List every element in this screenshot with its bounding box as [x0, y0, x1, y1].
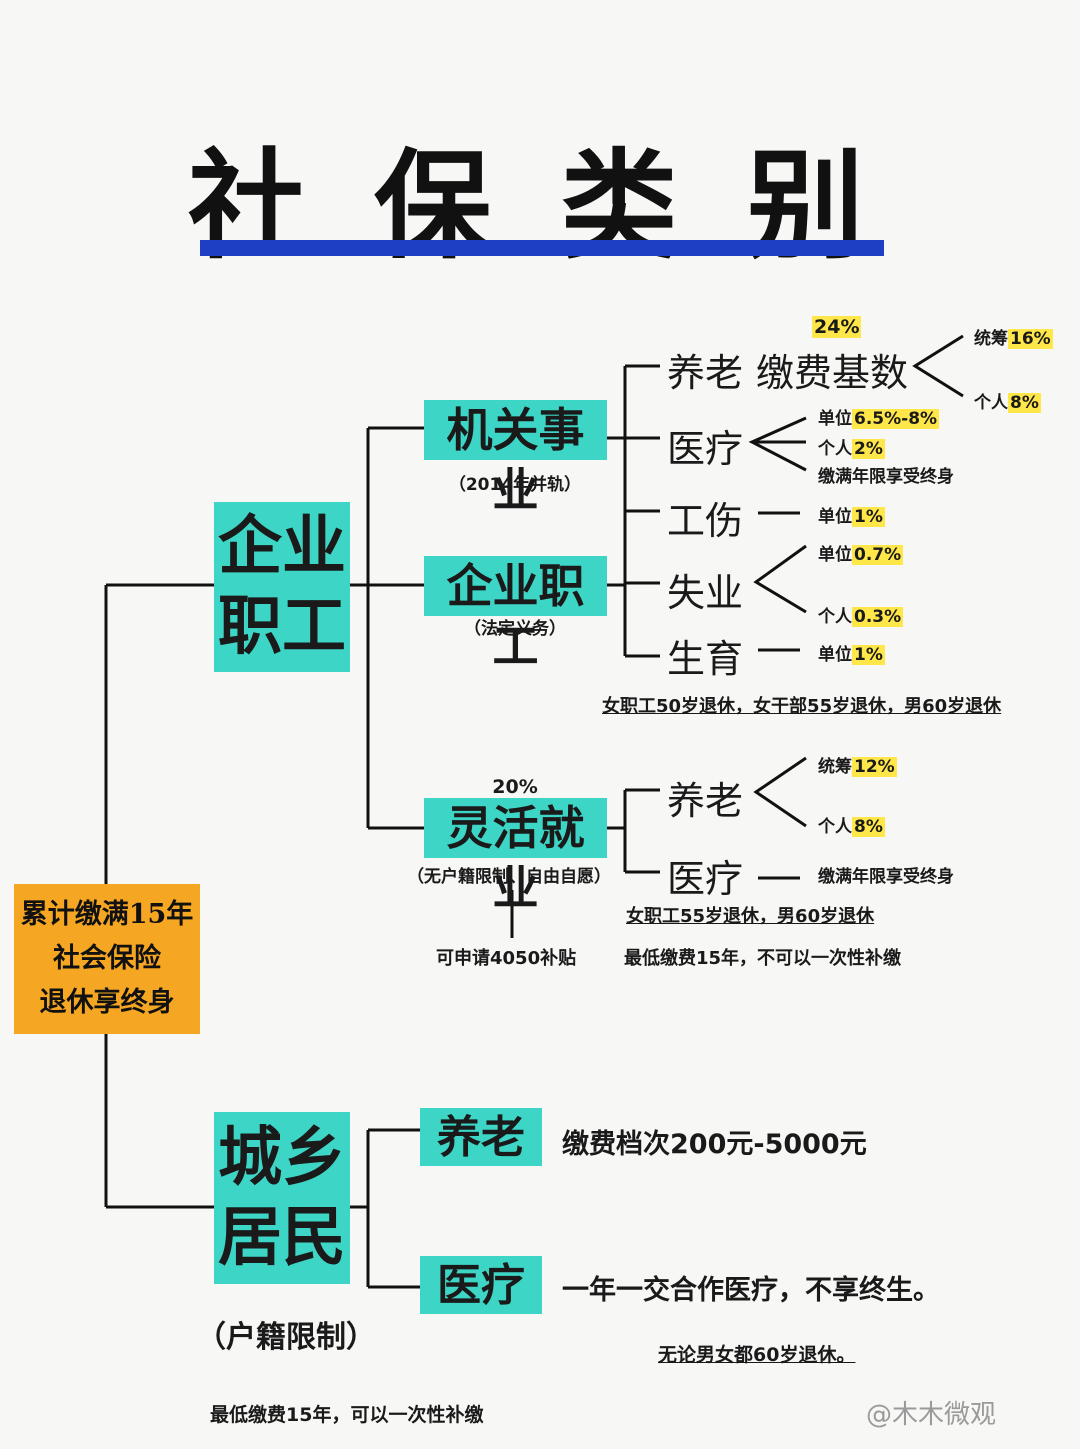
title-underline — [200, 240, 884, 256]
subsidy-note: 可申请4050补贴 — [436, 948, 577, 969]
resident-minimum-note: 最低缴费15年，可以一次性补缴 — [210, 1404, 484, 1426]
category-sub: （2014年并轨） — [448, 475, 582, 495]
item-medical: 医疗 — [667, 427, 744, 471]
summary-line: 社会保险 — [53, 943, 161, 974]
center-summary-box: 累计缴满15年 社会保险 退休享终身 — [14, 884, 200, 1034]
item-maternity: 生育 — [667, 637, 744, 681]
box-line: 城乡 — [218, 1120, 346, 1195]
resident-pension-text: 缴费档次200元-5000元 — [562, 1129, 867, 1160]
flex-percentage: 20% — [492, 776, 538, 798]
category-sub: （法定义务） — [464, 619, 566, 639]
pension-total-pct: 24% — [812, 316, 862, 338]
summary-line: 退休享终身 — [39, 987, 175, 1018]
retirement-note: 女职工50岁退休，女干部55岁退休，男60岁退休 — [602, 696, 1002, 717]
urban-rural-resident-box: 城乡 居民 — [214, 1112, 350, 1284]
box-line: 职工 — [218, 589, 346, 664]
resident-medical-box: 医疗 — [420, 1256, 542, 1314]
item-pension: 养老 — [667, 351, 744, 395]
category-public-institution: 机关事业 — [424, 400, 607, 517]
flex-item-pension: 养老 — [667, 779, 744, 823]
box-line: 企业 — [218, 509, 346, 584]
resident-medical-text: 一年一交合作医疗，不享终生。 — [562, 1275, 940, 1306]
item-injury: 工伤 — [667, 499, 744, 543]
flex-item-medical: 医疗 — [667, 857, 744, 901]
summary-line: 累计缴满15年 — [20, 899, 194, 930]
flex-minimum-note: 最低缴费15年，不可以一次性补缴 — [624, 948, 902, 969]
resident-pension-box: 养老 — [420, 1108, 542, 1166]
resident-retirement-note: 无论男女都60岁退休。 — [658, 1344, 856, 1366]
box-line: 居民 — [218, 1200, 346, 1275]
item-unemployment: 失业 — [667, 571, 744, 615]
resident-subtitle: （户籍限制） — [196, 1320, 376, 1355]
watermark: @木木微观 — [866, 1400, 997, 1430]
pension-base-label: 缴费基数 — [756, 351, 909, 395]
category-flexible-employment: 灵活就业 — [424, 798, 607, 915]
flex-medical-text: 缴满年限享受终身 — [818, 867, 954, 887]
enterprise-employee-box: 企业 职工 — [214, 502, 350, 672]
category-enterprise-employee: 企业职工 — [424, 556, 607, 673]
flex-retirement-note: 女职工55岁退休，男60岁退休 — [626, 906, 875, 927]
medical-branch: 缴满年限享受终身 — [818, 467, 954, 487]
category-sub: （无户籍限制、自由自愿） — [407, 867, 611, 887]
